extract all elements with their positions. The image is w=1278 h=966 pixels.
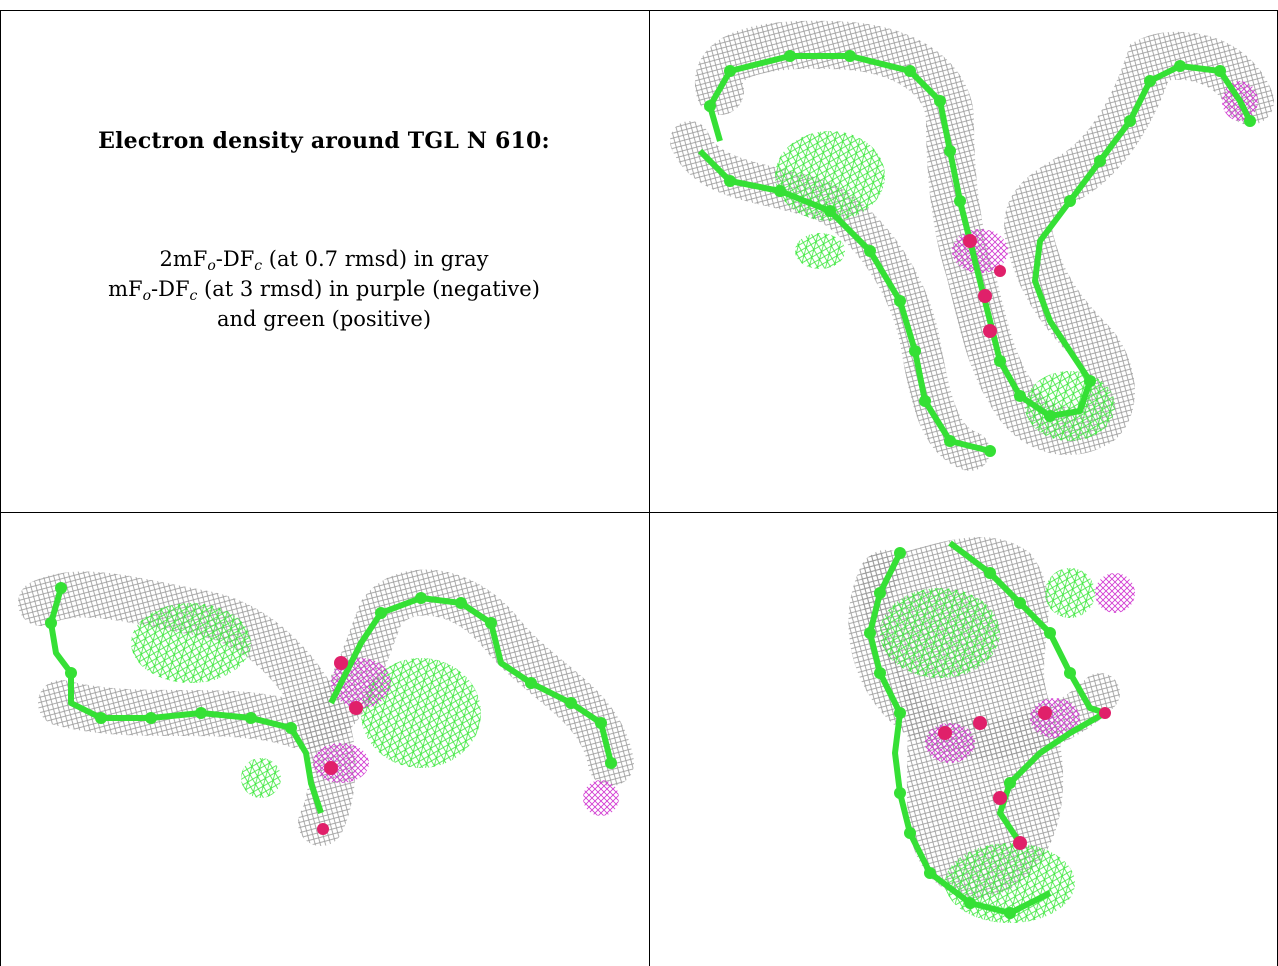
carbon-atoms xyxy=(704,50,1256,457)
table-left-border xyxy=(0,10,1,966)
mesh-negative-2 xyxy=(313,743,369,783)
table-top-border xyxy=(0,10,1278,11)
caption-cell: Electron density around TGL N 610: 2mFo-… xyxy=(0,0,648,512)
mesh-negative-3 xyxy=(1095,573,1135,613)
caption-line-fofc: mFo-DFc (at 3 rmsd) in purple (negative) xyxy=(108,277,540,304)
mesh-2fofc-branch xyxy=(670,121,990,471)
mesh-positive-3 xyxy=(1045,568,1095,618)
table-center-divider xyxy=(649,10,650,966)
mesh-positive-2 xyxy=(361,658,481,768)
carbon-atoms xyxy=(864,547,1076,919)
density-view-bottom-right xyxy=(650,513,1277,966)
caption-line-colors: and green (positive) xyxy=(216,307,432,331)
carbon-atoms xyxy=(45,582,617,769)
oxygen-atoms xyxy=(317,656,363,835)
mesh-positive-3 xyxy=(795,233,845,269)
density-render-1 xyxy=(670,20,1274,471)
oxygen-atoms xyxy=(963,234,1006,338)
density-view-top-right xyxy=(650,11,1277,511)
mesh-positive-3 xyxy=(241,758,281,798)
model-chain-2 xyxy=(697,148,991,454)
caption-description: 2mFo-DFc (at 0.7 rmsd) in gray mFo-DFc (… xyxy=(0,244,648,334)
mesh-positive-1 xyxy=(880,588,1000,678)
mesh-negative-3 xyxy=(583,780,619,816)
model-backbone xyxy=(867,551,1052,916)
density-render-3 xyxy=(848,537,1135,923)
oxygen-atoms xyxy=(938,706,1111,850)
mesh-positive-2 xyxy=(1025,371,1115,441)
mesh-positive-1 xyxy=(131,603,251,683)
caption-line-2fofc: 2mFo-DFc (at 0.7 rmsd) in gray xyxy=(159,247,489,274)
caption-title: Electron density around TGL N 610: xyxy=(98,128,550,154)
density-view-bottom-left xyxy=(1,513,649,966)
table-middle-border xyxy=(0,512,1278,513)
mesh-negative-1 xyxy=(925,723,975,763)
density-render-2 xyxy=(18,569,634,846)
